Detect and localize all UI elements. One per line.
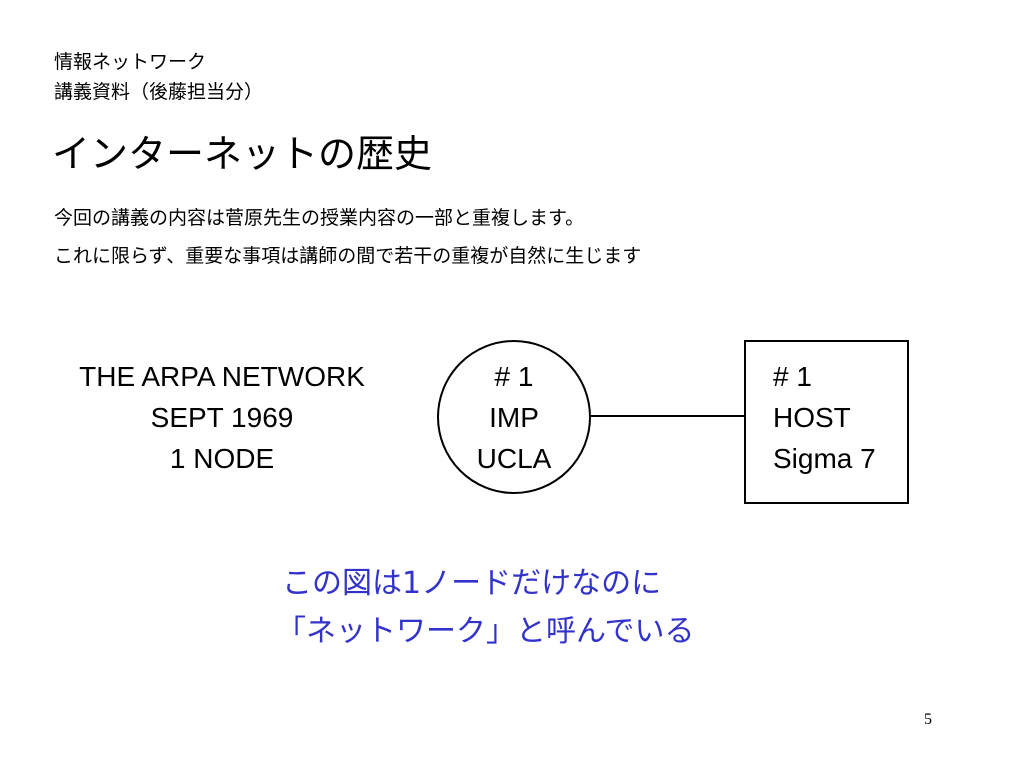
diagram-caption: THE ARPA NETWORK SEPT 1969 1 NODE [22, 356, 422, 479]
imp-label-line: UCLA [476, 443, 552, 474]
imp-node [437, 340, 591, 494]
host-label-line: HOST [773, 402, 851, 433]
intro-line-2: これに限らず、重要な事項は講師の間で若干の重複が自然に生じます [54, 245, 642, 267]
connection-line [591, 415, 745, 417]
page-number: 5 [924, 711, 932, 728]
caption-line: SEPT 1969 [150, 402, 294, 433]
imp-label: # 1 IMP UCLA [437, 356, 591, 479]
host-label-line: # 1 [773, 361, 812, 392]
host-node [744, 340, 909, 504]
caption-line: 1 NODE [169, 443, 275, 474]
host-label: # 1 HOST Sigma 7 [773, 356, 903, 479]
material-label: 講義資料（後藤担当分） [54, 81, 264, 103]
course-name: 情報ネットワーク [54, 51, 207, 73]
note-line-1: この図は1ノードだけなのに [282, 566, 662, 601]
note-line-2: 「ネットワーク」と呼んでいる [276, 614, 695, 649]
caption-line: THE ARPA NETWORK [79, 361, 365, 392]
imp-label-line: IMP [489, 402, 539, 433]
imp-label-line: # 1 [494, 361, 534, 392]
host-label-line: Sigma 7 [773, 443, 876, 474]
intro-line-1: 今回の講義の内容は菅原先生の授業内容の一部と重複します。 [54, 207, 585, 229]
slide-title: インターネットの歴史 [52, 132, 433, 176]
